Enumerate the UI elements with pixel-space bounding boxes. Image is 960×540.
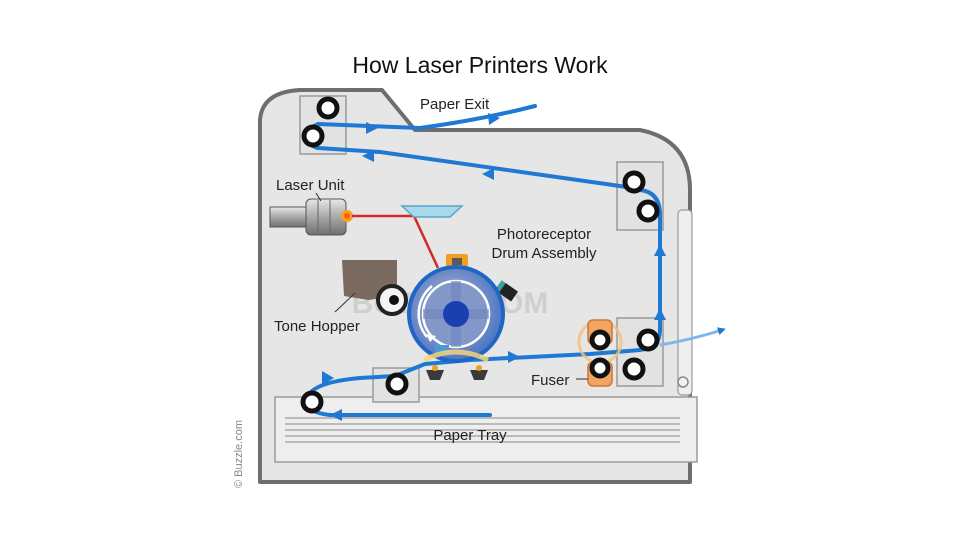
roller [316,96,340,120]
roller [301,124,325,148]
transfer-electrode [426,365,444,380]
tone-hopper-leader [334,292,356,313]
tone-hopper-label: Tone Hopper [274,318,360,335]
path-arrow [488,113,500,125]
roller [300,390,324,414]
roller [622,170,646,194]
diagram-title: How Laser Printers Work [352,52,608,78]
photoreceptor-label-line1: Photoreceptor [497,226,591,243]
path-arrow [322,371,334,385]
path-arrow [508,351,520,363]
photoreceptor-label-line2: Drum Assembly [491,245,597,262]
charge-corona [446,254,468,268]
paper-exit-side-path [659,327,726,347]
transfer-glow [422,349,490,363]
side-panel [677,209,693,396]
path-arrow [330,409,342,421]
developer-roller-core [389,295,399,305]
path-arrow [482,168,494,180]
photoreceptor-drum [407,265,505,363]
path-arrow [366,122,378,134]
fuser-label: Fuser [531,372,569,389]
mirror [400,205,464,218]
credit-text: © Buzzle.com [233,420,245,488]
path-arrow [654,244,666,256]
roller [385,372,409,396]
roller [636,328,660,352]
laser-unit-leader [315,192,322,202]
paper-tray-label: Paper Tray [433,427,507,444]
laser-unit-label: Laser Unit [276,177,345,194]
side-latch [677,376,689,388]
transfer-electrode [470,365,488,380]
roller [636,199,660,223]
path-arrow [654,308,666,320]
paper-tray [274,396,698,463]
path-arrow [362,150,374,162]
paper-exit-label: Paper Exit [420,96,490,113]
fuser-unit [577,319,623,387]
roller [622,357,646,381]
laser-unit [269,198,353,236]
